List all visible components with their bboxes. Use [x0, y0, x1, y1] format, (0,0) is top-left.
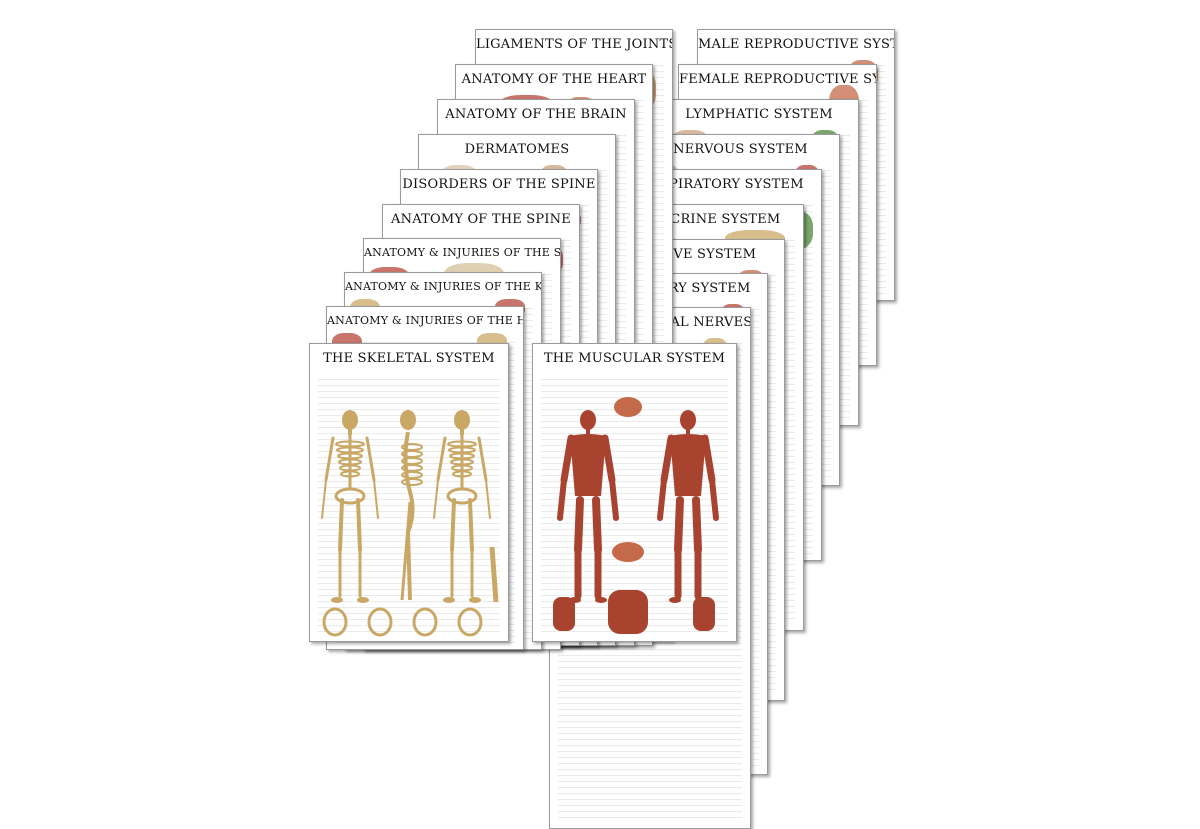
- hand-foot-bones: [367, 607, 393, 637]
- torso: [570, 434, 606, 496]
- upper-arm: [601, 434, 616, 484]
- foot-muscles: [553, 597, 575, 631]
- foot: [595, 597, 607, 603]
- upper-arm: [324, 436, 335, 482]
- poster-title: RESPIRATORY SYSTEM: [640, 177, 804, 192]
- poster-title: ANATOMY OF THE SPINE: [391, 212, 571, 227]
- foot: [357, 597, 369, 603]
- foot: [331, 597, 343, 603]
- poster-title: THE SKELETAL SYSTEM: [323, 351, 495, 366]
- hand-muscles: [693, 597, 715, 631]
- upper-arm: [436, 436, 447, 482]
- leg-side: [400, 501, 412, 601]
- upper-arm: [660, 434, 675, 484]
- skeleton-illustration: [321, 410, 499, 637]
- hand-foot-bones: [457, 607, 483, 637]
- muscle-illustration: [553, 397, 719, 634]
- upper-arm: [701, 434, 716, 484]
- upper-arm: [560, 434, 575, 484]
- pelvic-floor: [612, 542, 644, 562]
- forearm: [709, 477, 719, 521]
- foot: [669, 597, 681, 603]
- thigh: [468, 498, 474, 552]
- forearm: [557, 477, 567, 521]
- rib-side: [401, 478, 423, 486]
- forearm: [657, 477, 667, 521]
- neck: [586, 429, 590, 435]
- poster-title: LYMPHATIC SYSTEM: [685, 107, 833, 122]
- forearm: [321, 479, 327, 519]
- thigh: [356, 498, 362, 552]
- poster-right-9: THE MUSCULAR SYSTEM: [532, 343, 737, 642]
- poster-set-photo: MALE REPRODUCTIVE SYSTEM FEMALE REPRODUCT…: [309, 29, 895, 829]
- femur: [489, 546, 499, 603]
- abdominal-wall: [608, 590, 648, 634]
- thigh: [574, 496, 584, 554]
- poster-left-9: THE SKELETAL SYSTEM: [309, 343, 509, 642]
- head: [580, 410, 596, 430]
- foot: [443, 597, 455, 603]
- poster-title: LIGAMENTS OF THE JOINTS: [476, 37, 673, 52]
- neck: [460, 429, 464, 435]
- thigh: [592, 496, 602, 554]
- head: [342, 410, 358, 430]
- head: [454, 410, 470, 430]
- neck: [348, 429, 352, 435]
- upper-arm: [477, 436, 488, 482]
- poster-title: NERVOUS SYSTEM: [673, 142, 808, 157]
- foot: [469, 597, 481, 603]
- forearm: [609, 477, 619, 521]
- poster-title: ANATOMY & INJURIES OF THE SHOULDER: [364, 246, 561, 259]
- pelvis: [446, 487, 478, 505]
- head-muscles: [614, 397, 642, 417]
- poster-title: THE MUSCULAR SYSTEM: [543, 351, 726, 366]
- thigh: [674, 496, 684, 554]
- poster-title: ANATOMY OF THE BRAIN: [445, 107, 627, 122]
- head: [680, 410, 696, 430]
- torso: [670, 434, 706, 496]
- thigh: [692, 496, 702, 554]
- poster-title: ANATOMY OF THE HEART: [461, 72, 647, 87]
- pelvis: [334, 487, 366, 505]
- skull-side: [400, 410, 416, 430]
- poster-title: DISORDERS OF THE SPINE: [402, 177, 596, 192]
- poster-title: DERMATOMES: [464, 142, 570, 157]
- forearm: [433, 479, 439, 519]
- forearm: [485, 479, 491, 519]
- hand-foot-bones: [412, 607, 438, 637]
- upper-arm: [365, 436, 376, 482]
- poster-title: ANATOMY & INJURIES OF THE KNEE: [345, 280, 541, 293]
- thigh: [450, 498, 456, 552]
- poster-title: ANATOMY & INJURIES OF THE HIP: [327, 314, 524, 327]
- poster-title: MALE REPRODUCTIVE SYSTEM: [698, 37, 894, 52]
- thigh: [338, 498, 344, 552]
- poster-title: FEMALE REPRODUCTIVE SYSTEM: [679, 72, 876, 87]
- neck: [686, 429, 690, 435]
- forearm: [373, 479, 379, 519]
- hand-foot-bones: [322, 607, 348, 637]
